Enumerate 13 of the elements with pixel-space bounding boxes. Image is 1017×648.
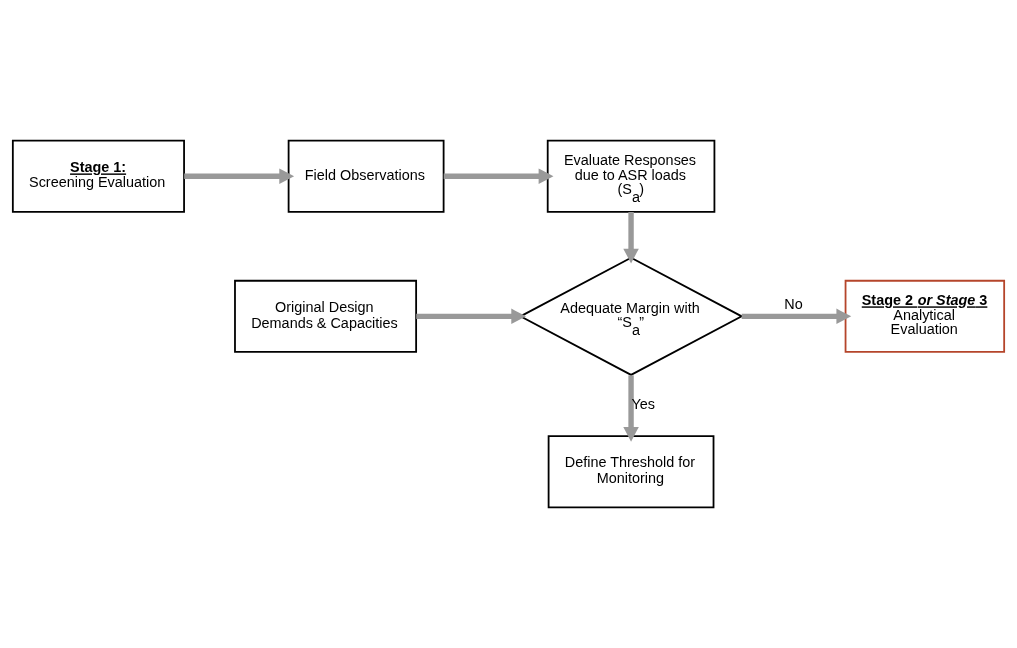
node-box: Stage 1: Screening Evaluation [11, 139, 185, 213]
node-box: Stage 2 or Stage 3 Analytical Evaluation [844, 279, 1006, 353]
node-box: Original Design Demands & Capacities [234, 279, 418, 353]
arrow [623, 375, 639, 442]
arrow [443, 168, 554, 184]
edge-label: No [784, 295, 803, 312]
node-box: Define Threshold for Monitoring [547, 435, 715, 509]
arrow [623, 212, 639, 264]
arrow [416, 308, 527, 325]
arrow [184, 168, 295, 184]
node-box: Field Observations [287, 139, 445, 213]
edge-label: Yes [631, 395, 655, 412]
arrow [741, 308, 852, 325]
